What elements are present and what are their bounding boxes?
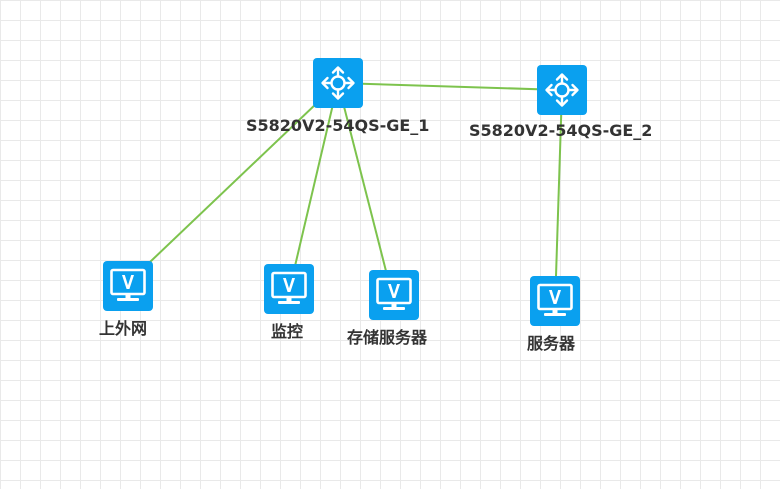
host-icon-box[interactable] — [369, 270, 419, 320]
monitor-icon — [537, 283, 573, 316]
node-label: S5820V2-54QS-GE_1 — [246, 116, 430, 135]
node-label: 监控 — [271, 322, 304, 341]
monitor-icon — [110, 268, 146, 301]
node-label: 服务器 — [527, 334, 576, 353]
node-label: 存储服务器 — [347, 328, 428, 347]
link-sw1-sw2[interactable] — [337, 82, 563, 91]
host-icon-box[interactable] — [530, 276, 580, 326]
host-icon-box[interactable] — [264, 264, 314, 314]
node-label: 上外网 — [99, 319, 148, 338]
link-sw1-mon[interactable] — [294, 82, 339, 267]
router-arrows-icon — [321, 66, 355, 100]
monitor-icon — [271, 271, 307, 304]
switch-icon-box[interactable] — [537, 65, 587, 115]
link-sw1-stor[interactable] — [337, 82, 387, 272]
link-sw1-ext[interactable] — [149, 82, 339, 263]
node-label: S5820V2-54QS-GE_2 — [469, 121, 653, 140]
monitor-icon — [376, 277, 412, 310]
host-icon-box[interactable] — [103, 261, 153, 311]
links-layer — [149, 82, 563, 277]
router-arrows-icon — [545, 73, 579, 107]
switch-icon-box[interactable] — [313, 58, 363, 108]
link-sw2-srv[interactable] — [555, 89, 563, 277]
